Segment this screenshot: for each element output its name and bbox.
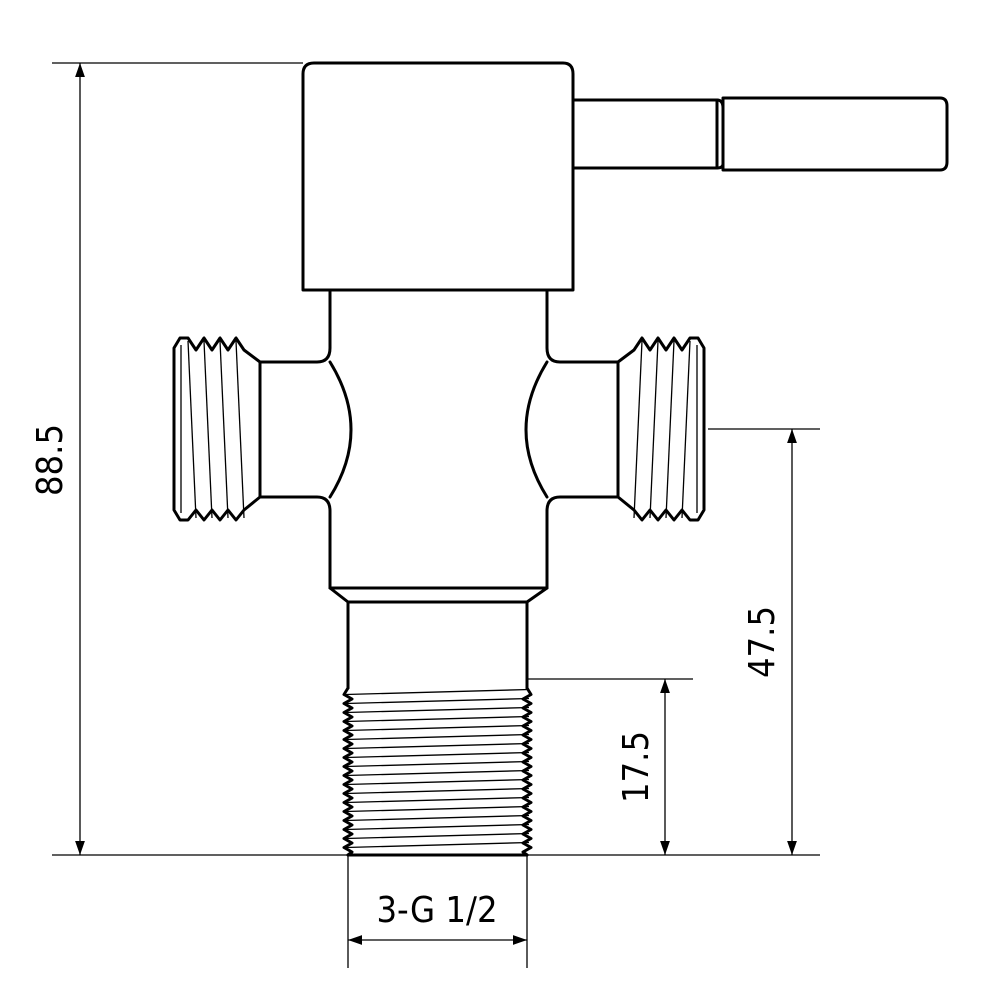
valve-body bbox=[258, 288, 620, 590]
thread-size-label: 3-G 1/2 bbox=[376, 890, 497, 931]
overall-height-dimension: 88.5 bbox=[30, 62, 820, 856]
thread-length-dimension: 17.5 bbox=[527, 678, 693, 855]
overall-height-label: 88.5 bbox=[30, 424, 71, 496]
handle-head bbox=[301, 61, 575, 292]
left-outlet-thread bbox=[172, 336, 262, 522]
inlet-neck bbox=[328, 586, 549, 690]
outlet-height-label: 47.5 bbox=[742, 606, 783, 678]
thread-size-dimension: 3-G 1/2 bbox=[347, 855, 528, 968]
outlet-height-dimension: 47.5 bbox=[708, 428, 820, 855]
inlet-thread bbox=[342, 686, 533, 857]
lever-handle bbox=[571, 96, 949, 172]
right-outlet-thread bbox=[616, 336, 706, 522]
thread-length-label: 17.5 bbox=[616, 731, 657, 803]
